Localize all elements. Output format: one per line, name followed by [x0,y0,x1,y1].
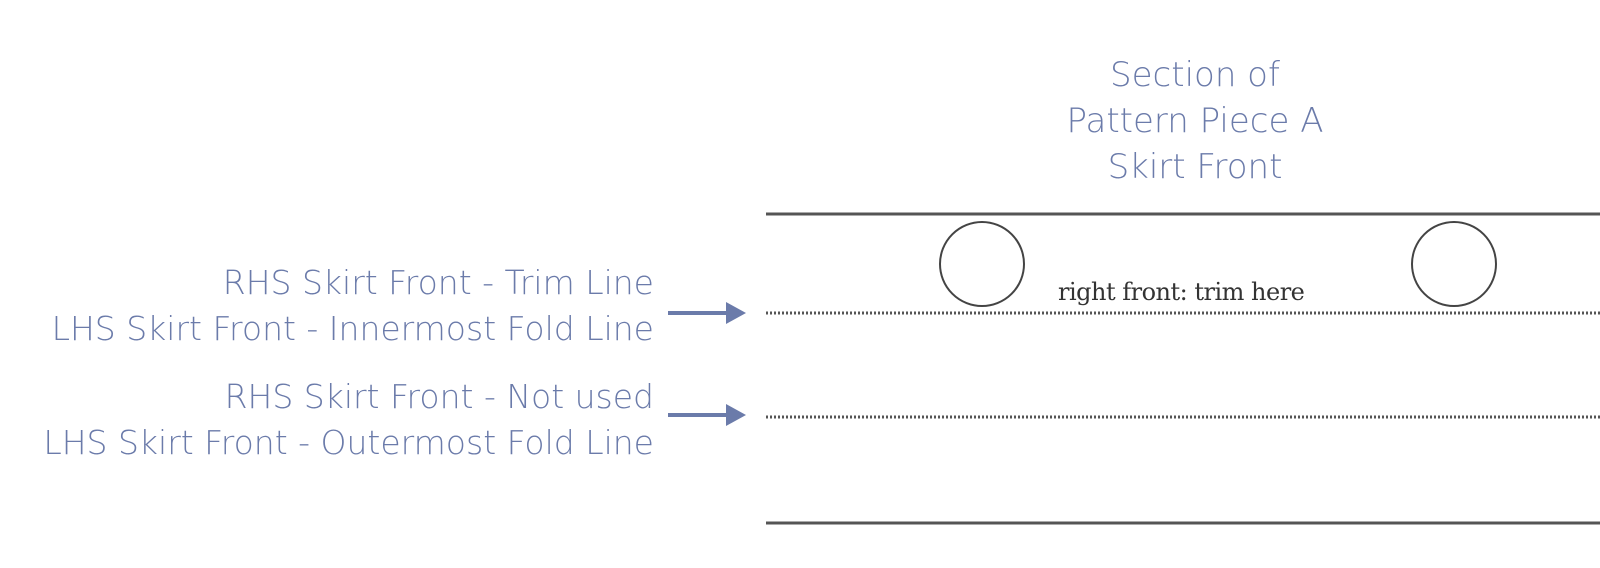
second-line-label-lhs: LHS Skirt Front - Outermost Fold Line [43,423,654,462]
second-line-label: RHS Skirt Front - Not used LHS Skirt Fro… [0,374,654,466]
second-line-label-rhs: RHS Skirt Front - Not used [224,377,654,416]
title-line-2: Pattern Piece A [1066,101,1324,141]
diagram-title: Section of Pattern Piece A Skirt Front [1010,52,1380,190]
arrow-icon-trim-line [668,302,746,324]
trim-line-label-lhs: LHS Skirt Front - Innermost Fold Line [51,309,654,348]
arrow-icon-outer-fold-line [668,404,746,426]
pattern-circle-left [939,221,1025,307]
trim-line-label: RHS Skirt Front - Trim Line LHS Skirt Fr… [0,260,654,352]
trim-line-label-rhs: RHS Skirt Front - Trim Line [222,263,654,302]
pattern-circle-right [1411,221,1497,307]
title-line-3: Skirt Front [1107,147,1283,187]
title-line-1: Section of [1110,55,1280,95]
trim-here-text: right front: trim here [1058,278,1305,306]
